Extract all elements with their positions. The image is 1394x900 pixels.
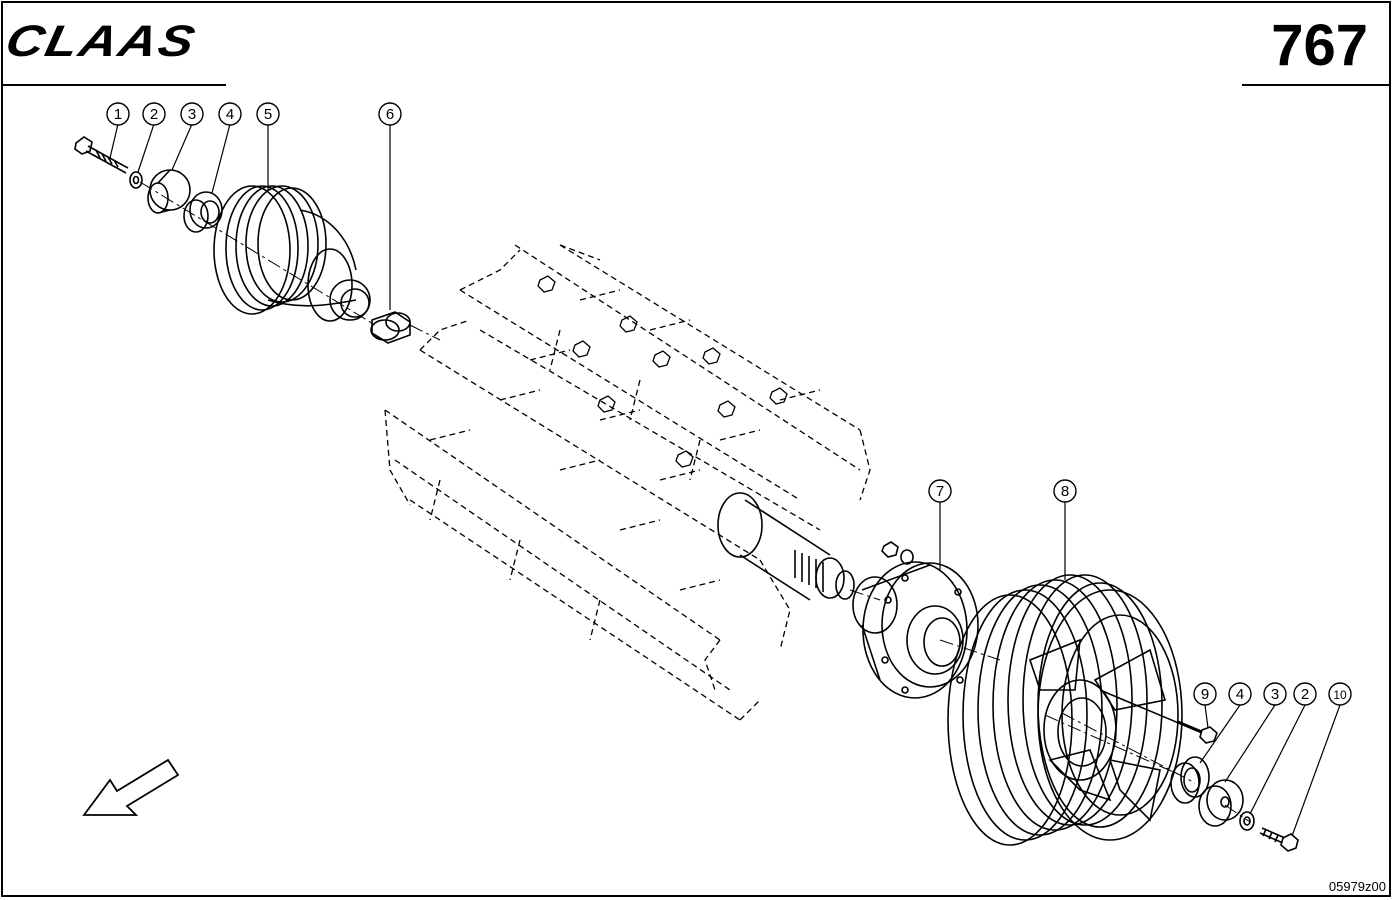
callout-leaders: [109, 123, 1341, 837]
callout-balloon: [928, 479, 952, 503]
callout-balloon: [378, 102, 402, 126]
rotor-dashed-outline: [384, 244, 871, 721]
callout-number: 6: [386, 106, 394, 123]
callout-balloon: [106, 102, 130, 126]
callout-3: 3: [1263, 682, 1287, 706]
flange-hub: [852, 561, 979, 699]
callout-balloon: [256, 102, 280, 126]
callout-balloon: [218, 102, 242, 126]
callout-balloon: [1193, 682, 1217, 706]
callout-balloon: [1053, 479, 1077, 503]
washer-top-left: [129, 171, 143, 189]
callout-number: 10: [1333, 688, 1347, 702]
nut-small: [881, 541, 899, 558]
callout-number: 4: [1236, 686, 1244, 703]
pulley-left: [213, 185, 371, 322]
callout-balloon: [180, 102, 204, 126]
callout-number: 3: [188, 106, 196, 123]
bearing-ring-right: [1170, 756, 1210, 804]
callout-number: 5: [264, 106, 272, 123]
callout-number: 8: [1061, 483, 1069, 500]
disc-top-left: [147, 169, 191, 214]
callout-number: 4: [226, 106, 234, 123]
callout-number: 3: [1271, 686, 1279, 703]
arrow-down-left-icon: [82, 758, 180, 816]
callout-balloon: [1328, 682, 1352, 706]
callout-3: 3: [180, 102, 204, 126]
bush-left: [370, 311, 411, 344]
bolt-right-9: [1099, 689, 1218, 744]
callout-balloon: [142, 102, 166, 126]
callout-4: 4: [218, 102, 242, 126]
header-rule-right: [1242, 84, 1390, 86]
washer-right: [1239, 811, 1255, 831]
callout-2: 2: [1293, 682, 1317, 706]
callout-4: 4: [1228, 682, 1252, 706]
splined-shaft: [717, 492, 855, 601]
callout-2: 2: [142, 102, 166, 126]
bolt-right-10: [1259, 827, 1299, 852]
callout-number: 2: [150, 106, 158, 123]
callout-number: 9: [1201, 686, 1209, 703]
callout-number: 7: [936, 483, 944, 500]
callout-number: 2: [1301, 686, 1309, 703]
callout-1: 1: [106, 102, 130, 126]
callout-5: 5: [256, 102, 280, 126]
rotor-bolts: [537, 275, 788, 468]
page-number: 767: [1271, 13, 1368, 78]
drawing-code: 05979z00: [1328, 879, 1386, 894]
callout-8: 8: [1053, 479, 1077, 503]
header-rule-left: [3, 84, 226, 86]
callout-balloon: [1263, 682, 1287, 706]
assembly-center-lines: [139, 181, 1251, 823]
callout-6: 6: [378, 102, 402, 126]
callout-layer: 1 2 3 4 5 6 7 8 9 4 3 2 10: [106, 102, 1352, 706]
pulley-right: [947, 574, 1183, 846]
disc-right: [1198, 779, 1244, 827]
callout-9: 9: [1193, 682, 1217, 706]
bolt-top-left: [74, 136, 129, 174]
callout-7: 7: [928, 479, 952, 503]
callout-balloon: [1228, 682, 1252, 706]
callout-balloon: [1293, 682, 1317, 706]
callout-number: 1: [114, 106, 122, 123]
callout-10: 10: [1328, 682, 1352, 706]
washer-small: [900, 549, 914, 565]
